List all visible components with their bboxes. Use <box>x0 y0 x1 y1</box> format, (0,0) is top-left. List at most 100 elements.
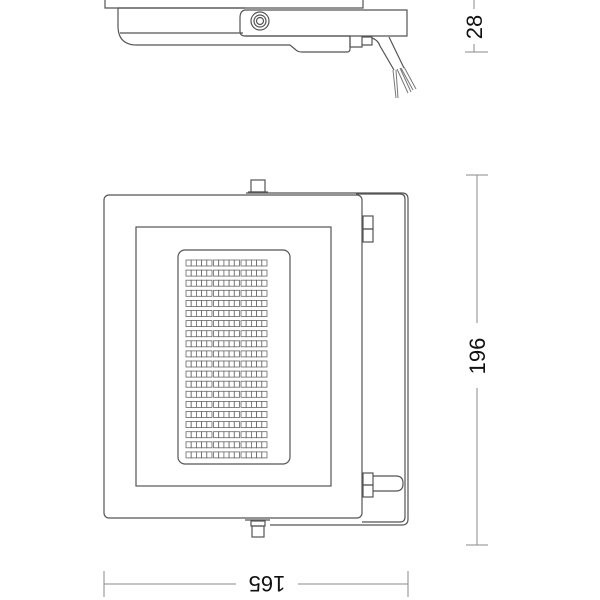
led-cell <box>206 310 213 317</box>
led-cell <box>185 451 192 459</box>
led-cell <box>245 330 252 338</box>
led-cell <box>240 330 247 338</box>
wire-2 <box>396 68 409 94</box>
led-cell <box>240 340 247 348</box>
led-cell <box>201 289 208 297</box>
led-cell <box>206 411 213 418</box>
led-cell <box>218 400 225 408</box>
led-cell <box>245 259 252 267</box>
led-cell <box>256 350 263 358</box>
led-cell <box>228 390 235 398</box>
top-mount-tab <box>250 179 266 193</box>
led-cell <box>245 400 252 408</box>
led-cell <box>256 310 263 317</box>
bottom-mount-ring <box>250 520 266 527</box>
led-cell <box>240 390 247 398</box>
led-cell <box>240 279 247 287</box>
led-cell <box>195 370 202 378</box>
led-cell <box>223 411 230 418</box>
led-cell <box>240 259 247 267</box>
led-cell <box>190 320 197 328</box>
led-cell <box>185 279 192 287</box>
led-cell <box>206 431 213 439</box>
led-cell <box>195 279 202 287</box>
cable-gland-1 <box>349 36 363 48</box>
side-clip-upper-2 <box>362 228 374 243</box>
led-cell <box>195 259 202 267</box>
led-cell <box>213 259 220 267</box>
led-cell <box>240 360 247 368</box>
led-cell <box>185 411 192 418</box>
led-cell <box>240 411 247 418</box>
led-cell <box>190 441 197 449</box>
led-cell <box>261 350 268 358</box>
led-cell <box>223 340 230 348</box>
led-cell <box>228 269 235 277</box>
led-cell <box>233 269 240 277</box>
led-cell <box>245 360 252 368</box>
led-cell <box>228 431 235 439</box>
led-cell <box>256 380 263 388</box>
led-cell <box>218 350 225 358</box>
side-housing <box>117 8 351 53</box>
led-cell <box>218 310 225 317</box>
led-cell <box>233 299 240 307</box>
led-cell <box>195 350 202 358</box>
led-cell <box>261 451 268 459</box>
led-cell <box>233 320 240 328</box>
led-cell <box>233 340 240 348</box>
led-cell <box>228 289 235 297</box>
led-cell <box>223 320 230 328</box>
dimension-165: 165 <box>103 571 409 597</box>
rear-housing-outer <box>246 192 409 526</box>
led-cell <box>218 279 225 287</box>
cable-lower <box>388 36 405 69</box>
led-cell <box>256 289 263 297</box>
led-cell <box>250 320 257 328</box>
led-cell <box>223 360 230 368</box>
led-cell <box>201 380 208 388</box>
rear-housing-inner <box>356 193 406 523</box>
led-cell <box>201 431 208 439</box>
led-cell <box>190 279 197 287</box>
cable-upper <box>371 37 395 71</box>
led-cell <box>245 441 252 449</box>
led-cell <box>240 400 247 408</box>
pivot-screw-outer <box>250 11 270 31</box>
led-cell <box>213 411 220 418</box>
led-cell <box>195 340 202 348</box>
led-cell <box>213 269 220 277</box>
led-cell <box>228 380 235 388</box>
led-cell <box>245 350 252 358</box>
led-cell <box>206 330 213 338</box>
led-cell <box>261 370 268 378</box>
led-cell <box>195 330 202 338</box>
led-cell <box>261 421 268 429</box>
led-cell <box>240 289 247 297</box>
led-cell <box>185 320 192 328</box>
led-cell <box>256 360 263 368</box>
led-cell <box>206 279 213 287</box>
led-cell <box>261 380 268 388</box>
led-cell <box>206 289 213 297</box>
led-cell <box>256 299 263 307</box>
led-cell <box>213 279 220 287</box>
led-cell <box>223 299 230 307</box>
led-cell <box>228 340 235 348</box>
led-cell <box>201 310 208 317</box>
led-cell <box>228 441 235 449</box>
led-cell <box>201 400 208 408</box>
led-cell <box>218 441 225 449</box>
led-cell <box>233 350 240 358</box>
led-cell <box>201 441 208 449</box>
led-cell <box>250 259 257 267</box>
led-cell <box>233 330 240 338</box>
led-cell <box>256 279 263 287</box>
led-cell <box>223 441 230 449</box>
led-cell <box>245 269 252 277</box>
led-cell <box>201 350 208 358</box>
led-cell <box>185 340 192 348</box>
led-cell <box>233 421 240 429</box>
led-cell <box>213 451 220 459</box>
led-cell <box>250 431 257 439</box>
